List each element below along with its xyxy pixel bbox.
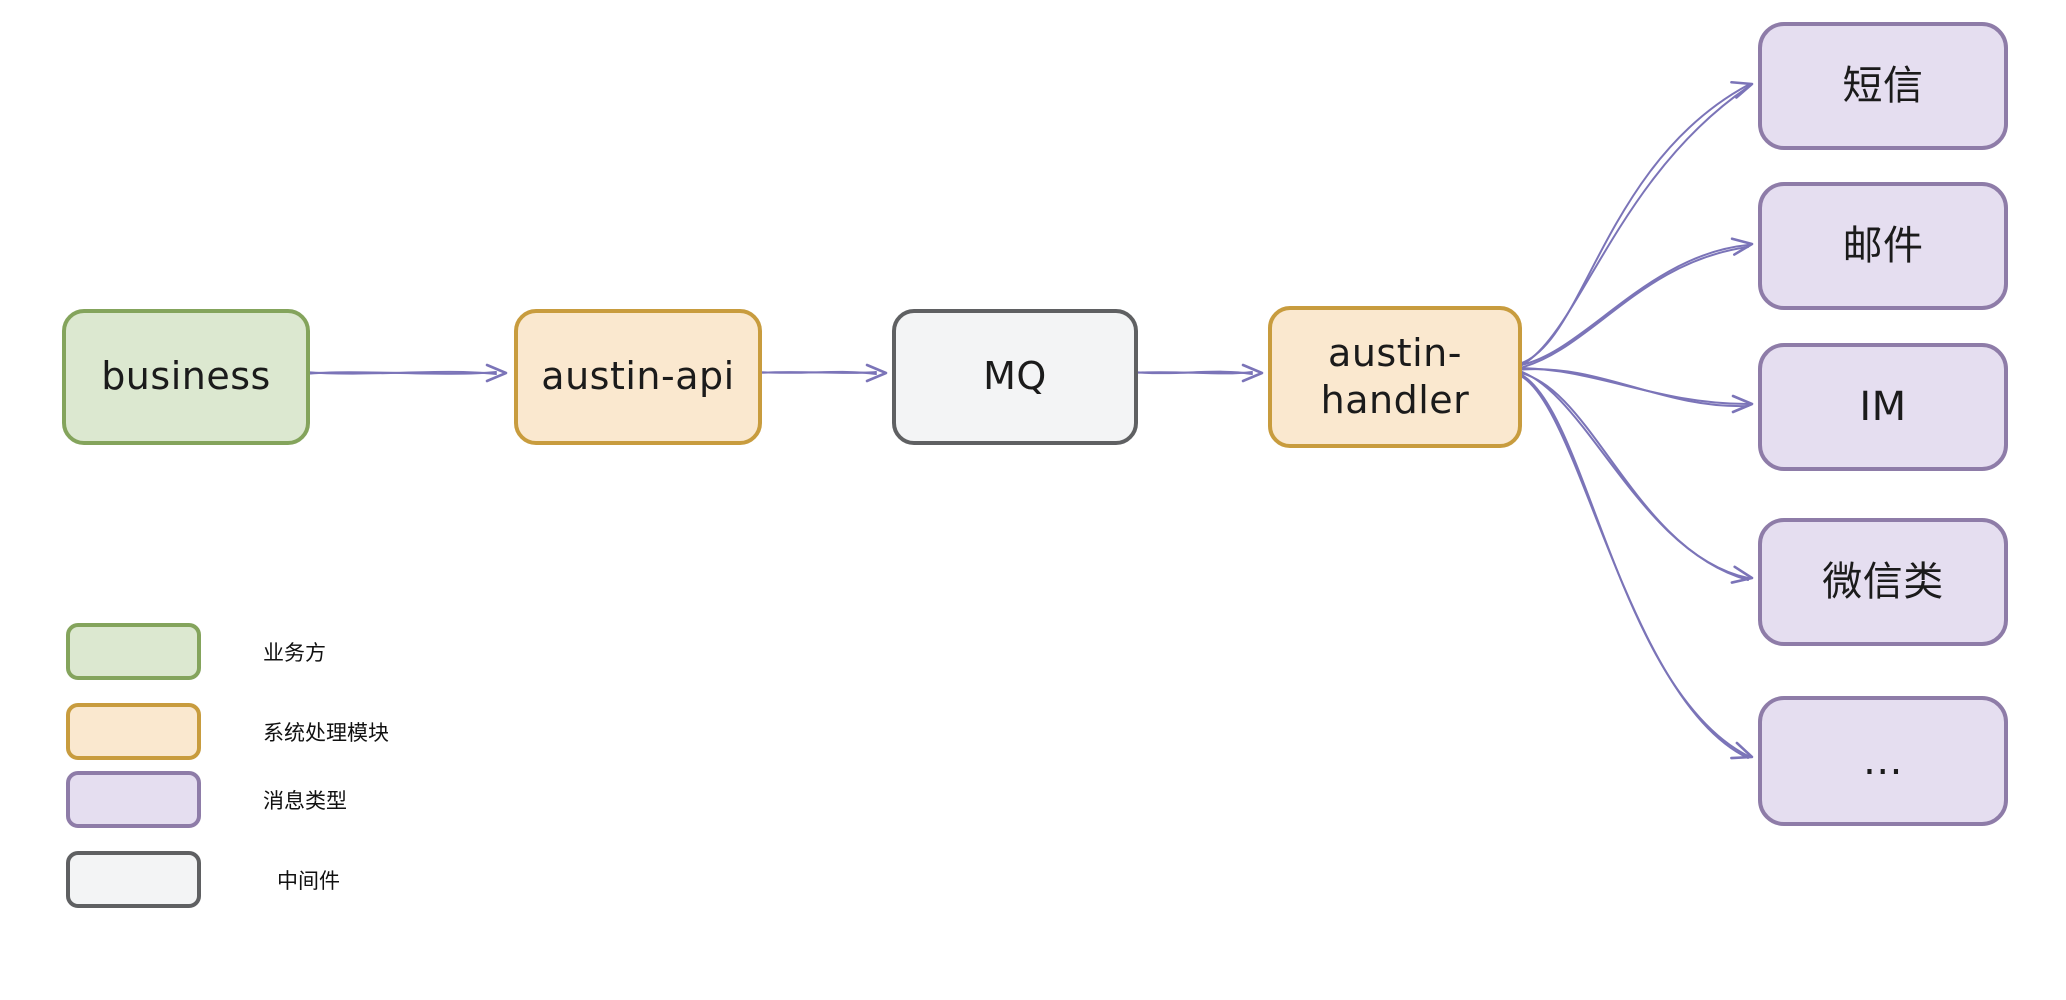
legend-label-message: 消息类型 (263, 788, 347, 813)
node-target-wechat-label: 微信类 (1822, 559, 1944, 605)
node-business-label: business (101, 354, 271, 399)
node-target-wechat: 微信类 (1758, 518, 2008, 646)
legend-label-business: 业务方 (263, 640, 326, 665)
node-target-more-label: ... (1863, 738, 1903, 784)
legend-label-middleware: 中间件 (277, 868, 340, 893)
node-target-more: ... (1758, 696, 2008, 826)
legend-item-module: 系统处理模块 (66, 703, 389, 760)
node-austin-handler: austin- handler (1268, 306, 1522, 448)
legend-swatch-middleware (66, 851, 201, 908)
legend-item-business: 业务方 (66, 623, 326, 680)
node-target-email-label: 邮件 (1842, 223, 1924, 269)
node-target-email: 邮件 (1758, 182, 2008, 310)
legend-swatch-business (66, 623, 201, 680)
node-target-sms: 短信 (1758, 22, 2008, 150)
legend-swatch-message (66, 771, 201, 828)
node-business: business (62, 309, 310, 445)
node-target-im-label: IM (1859, 384, 1907, 430)
node-austin-handler-label-line2: handler (1320, 378, 1470, 422)
node-target-sms-label: 短信 (1842, 63, 1924, 109)
legend-swatch-module (66, 703, 201, 760)
legend-label-module: 系统处理模块 (263, 720, 389, 745)
node-austin-api-label: austin-api (541, 354, 735, 399)
node-austin-api: austin-api (514, 309, 762, 445)
node-mq: MQ (892, 309, 1138, 445)
legend-item-message: 消息类型 (66, 771, 347, 828)
node-mq-label: MQ (983, 354, 1047, 399)
node-austin-handler-label-line1: austin- (1328, 330, 1462, 375)
legend-item-middleware: 中间件 (66, 851, 340, 908)
node-target-im: IM (1758, 343, 2008, 471)
